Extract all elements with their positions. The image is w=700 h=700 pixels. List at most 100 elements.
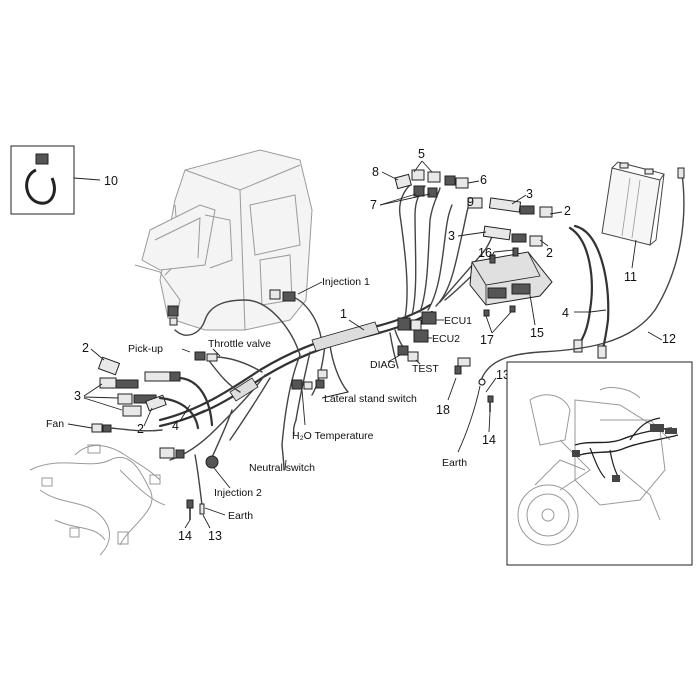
label-pick-up: Pick-up <box>128 343 163 355</box>
lead-earth-right <box>457 385 481 453</box>
lead-6 <box>467 180 480 184</box>
callout-7: 7 <box>370 198 377 212</box>
label-earth-left: Earth <box>228 510 253 522</box>
label-ecu1: ECU1 <box>444 315 472 327</box>
lead-16b <box>493 249 515 253</box>
injection-2-connector <box>159 447 219 469</box>
lead-3a2 <box>83 396 119 399</box>
bolt-screw-left-icon <box>186 499 194 520</box>
lead-7a <box>379 193 417 206</box>
callout-4b: 4 <box>562 306 569 320</box>
injection-1-connector <box>167 289 296 326</box>
callout-6: 6 <box>480 173 487 187</box>
lead-neutral <box>284 459 287 471</box>
label-injection-2: Injection 2 <box>214 487 262 499</box>
lead-14a <box>184 519 191 529</box>
h2o-temp-sensor <box>291 379 313 390</box>
ecu-unit <box>469 251 553 306</box>
lead-13a <box>202 514 211 529</box>
callout-14a: 14 <box>178 529 192 543</box>
callout-3b: 3 <box>526 187 533 201</box>
lead-18 <box>447 377 457 401</box>
lead-5a <box>413 160 423 173</box>
lead-3a1 <box>83 383 103 397</box>
lead-lateral <box>321 391 349 399</box>
callout-3c: 3 <box>448 229 455 243</box>
lead-8 <box>381 171 399 181</box>
right-spark-caps <box>482 197 553 247</box>
lead-injection2 <box>213 467 231 489</box>
label-ecu2: ECU2 <box>432 333 460 345</box>
lead-earth-left <box>204 507 226 516</box>
callout-2a: 2 <box>82 341 89 355</box>
inset-harness-highlight <box>572 417 679 482</box>
lead-10 <box>73 177 101 181</box>
callout-14b: 14 <box>482 433 496 447</box>
engine-wiring-ghost <box>29 444 166 556</box>
fan-connector <box>91 423 112 433</box>
lead-12 <box>647 331 663 341</box>
label-injection-1: Injection 1 <box>322 276 370 288</box>
lead-2b <box>143 407 153 427</box>
lead-17a <box>485 315 493 334</box>
lead-3c <box>457 231 487 237</box>
lead-throttle <box>212 348 221 357</box>
label-diag: DIAG <box>370 359 396 371</box>
lead-11 <box>631 239 637 269</box>
callout-2b: 2 <box>137 422 144 436</box>
battery <box>601 161 665 246</box>
callout-10: 10 <box>104 174 118 188</box>
callout-4a: 4 <box>172 419 179 433</box>
lead-3a3 <box>83 397 123 411</box>
callout-2d: 2 <box>546 246 553 260</box>
lead-2d <box>539 239 549 247</box>
pickup-connector <box>194 351 218 362</box>
clamp-box <box>10 145 75 215</box>
lead-injection1 <box>297 281 323 295</box>
lead-3b <box>511 194 527 205</box>
lead-15 <box>529 294 536 326</box>
lead-2c <box>549 211 563 215</box>
cable-clamp-icon <box>25 153 56 205</box>
earth-ring-right-icon <box>478 378 494 412</box>
callout-16: 16 <box>478 246 492 260</box>
lead-fan <box>67 423 93 429</box>
callout-8: 8 <box>372 165 379 179</box>
callout-3a: 3 <box>74 389 81 403</box>
callout-2c: 2 <box>564 204 571 218</box>
lead-7b <box>379 193 431 206</box>
callout-12: 12 <box>662 332 676 346</box>
callout-18: 18 <box>436 403 450 417</box>
lead-5b <box>421 160 433 173</box>
lead-4b2 <box>589 309 607 313</box>
callout-15: 15 <box>530 326 544 340</box>
label-fan: Fan <box>46 418 64 430</box>
lead-h2o <box>301 389 306 426</box>
lead-14b <box>488 411 491 433</box>
lead-13b <box>485 377 497 393</box>
lateral-stand-connector <box>315 369 328 389</box>
label-h2o-temperature: H₂O Temperature <box>292 430 374 442</box>
label-earth-right: Earth <box>442 457 467 469</box>
ecu-connectors <box>397 311 437 362</box>
callout-13a: 13 <box>208 529 222 543</box>
label-throttle-valve: Throttle valve <box>208 338 271 350</box>
callout-13b: 13 <box>496 368 510 382</box>
lead-diag <box>387 354 401 363</box>
callout-1: 1 <box>340 307 347 321</box>
lead-2a <box>90 348 105 361</box>
lead-1 <box>348 319 365 331</box>
lead-17b <box>491 311 512 334</box>
lead-4a1 <box>179 404 191 422</box>
lead-4a2 <box>179 409 206 422</box>
motorcycle-inset-illustration <box>517 387 671 546</box>
lead-16a <box>491 251 495 257</box>
washer-left-icon <box>199 503 205 515</box>
label-lateral-stand-switch: Lateral stand switch <box>324 393 417 405</box>
callout-9: 9 <box>467 195 474 209</box>
label-neutral-switch: Neutral switch <box>249 462 315 474</box>
callout-17: 17 <box>480 333 494 347</box>
lead-pickup <box>181 348 191 353</box>
connector-18 <box>454 357 471 375</box>
